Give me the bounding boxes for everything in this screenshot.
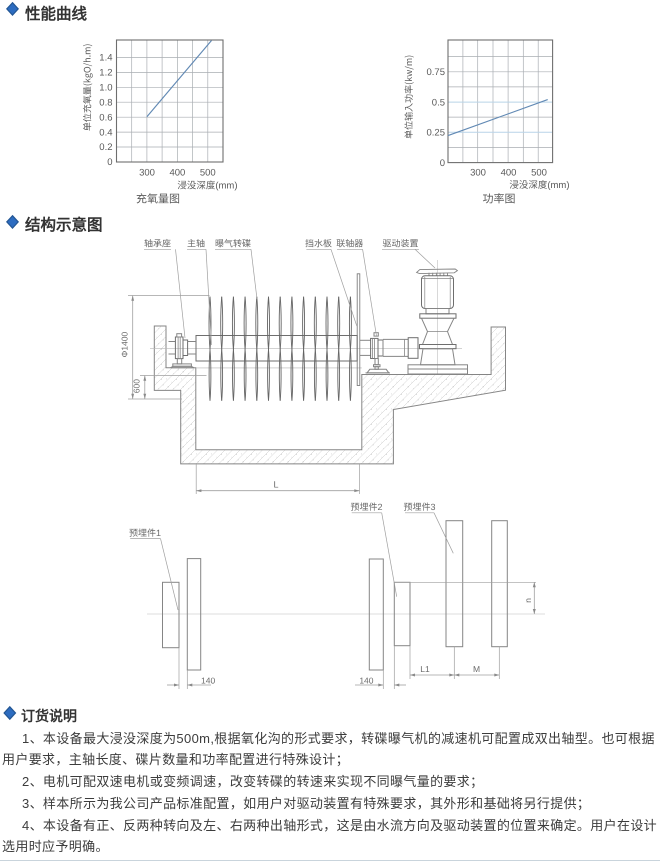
svg-text:140: 140 [359,676,373,686]
svg-text:轴承座: 轴承座 [144,238,171,248]
svg-text:300: 300 [139,168,155,179]
svg-text:400: 400 [501,168,517,179]
svg-text:400: 400 [169,168,185,179]
svg-text:预埋件1: 预埋件1 [129,528,161,538]
svg-text:1.4: 1.4 [99,53,112,64]
svg-text:联轴器: 联轴器 [336,238,363,248]
svg-text:0.4: 0.4 [99,127,112,138]
svg-text:浸没深度(mm): 浸没深度(mm) [177,180,237,192]
svg-text:300: 300 [470,168,486,179]
svg-text:0.8: 0.8 [99,97,112,108]
svg-text:预埋件2: 预埋件2 [350,502,382,512]
svg-text:0.5: 0.5 [432,97,445,108]
svg-text:充氧量图: 充氧量图 [136,193,180,206]
svg-text:浸没深度(mm): 浸没深度(mm) [509,179,569,191]
svg-text:M: M [473,664,480,674]
svg-text:预埋件3: 预埋件3 [403,502,435,512]
svg-text:0.25: 0.25 [427,128,446,139]
svg-text:L1: L1 [420,664,430,674]
svg-text:500: 500 [531,168,547,179]
svg-text:0.2: 0.2 [99,142,112,153]
svg-text:0.75: 0.75 [427,67,446,78]
svg-text:主轴: 主轴 [187,238,205,248]
svg-text:挡水板: 挡水板 [305,238,332,248]
svg-text:功率图: 功率图 [483,193,516,206]
svg-text:驱动装置: 驱动装置 [382,238,418,248]
svg-text:500: 500 [200,168,216,179]
svg-text:曝气转碟: 曝气转碟 [215,238,251,248]
svg-text:1.0: 1.0 [99,83,112,94]
svg-text:L: L [273,480,278,490]
svg-text:0.6: 0.6 [99,112,112,123]
svg-text:140: 140 [201,676,215,686]
svg-text:1.2: 1.2 [99,68,112,79]
svg-text:0: 0 [440,158,445,169]
svg-text:0: 0 [107,157,112,168]
